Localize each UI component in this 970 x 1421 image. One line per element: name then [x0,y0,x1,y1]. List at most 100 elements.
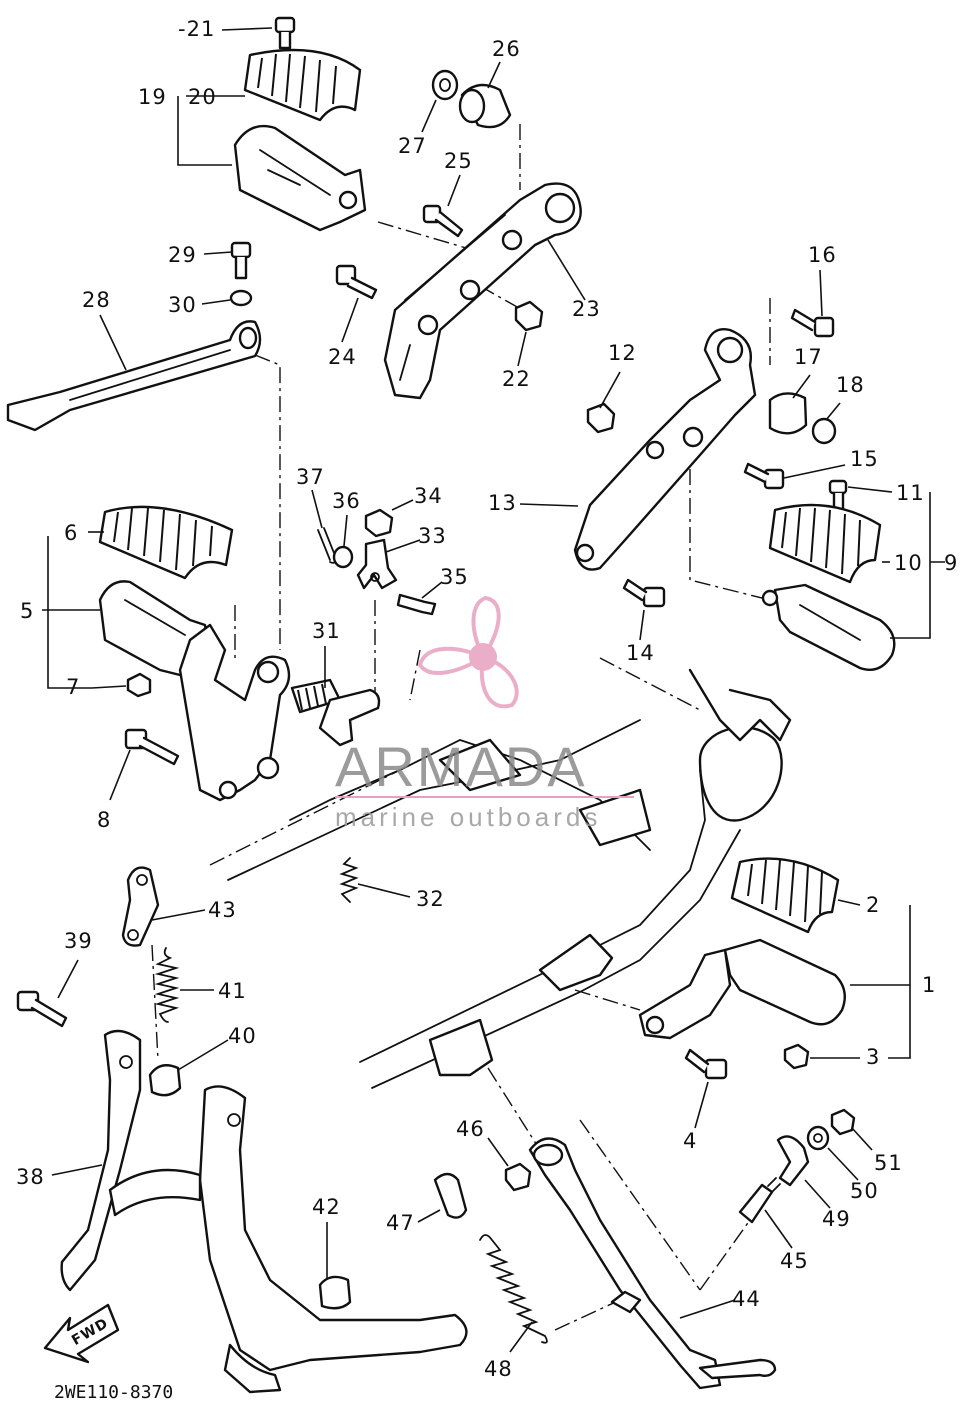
callout-label: 24 [328,345,357,369]
callout-label: 32 [416,887,445,911]
bolt-29 [230,241,252,280]
watermark-tagline: marine outboards [335,802,601,832]
main-stand-38 [60,1029,468,1394]
drawing-code: 2WE110-8370 [54,1382,173,1403]
spring-41 [154,947,180,1023]
callout-label: 6 [64,521,78,545]
bush-17 [768,392,808,435]
watermark-logo [417,595,519,709]
callout-label: 38 [16,1165,45,1189]
leader-lines [42,27,945,1353]
washer-36 [332,545,354,569]
bolt-8 [124,728,180,766]
callout-label: 28 [82,288,111,312]
bolt-39 [16,990,68,1028]
callout-label: 41 [218,979,247,1003]
fwd-arrow: FWD [43,1303,120,1364]
side-stand-44 [528,1137,777,1390]
callout-label: 35 [440,565,469,589]
footrest-5 [98,580,212,677]
footrest-bracket-13 [573,328,757,571]
centre-lines [151,124,771,1331]
footrest-rubber-2 [730,857,840,934]
bolt-4 [684,1048,728,1080]
nut-51 [830,1108,856,1136]
callout-label: 29 [168,243,197,267]
footrest-rubber-20 [243,48,362,122]
spring-32 [339,857,359,903]
callout-label: 15 [850,447,879,471]
nut-12 [586,402,616,434]
callout-label: 31 [312,619,341,643]
bolt-24 [335,264,378,300]
pedal-28 [6,320,262,432]
footrest-9 [761,583,896,672]
callout-label: 34 [414,484,443,508]
callout-label: 37 [296,465,325,489]
callout-label: -21 [178,17,215,41]
bolt-21 [274,16,296,50]
callout-label: 9 [944,551,958,575]
callout-label: 46 [456,1117,485,1141]
bolt-14 [622,578,666,608]
bolt-25 [422,204,464,238]
callout-label: 33 [418,524,447,548]
switch-45 [738,1177,781,1224]
collar-27 [431,69,459,101]
callout-label: 42 [312,1195,341,1219]
plate-47 [433,1172,468,1219]
callout-label: 20 [188,85,217,109]
callout-label: 18 [836,373,865,397]
callout-label: 7 [66,675,80,699]
callout-label: 47 [386,1211,415,1235]
washer-50 [806,1125,830,1151]
footrest-rubber-6 [98,505,234,580]
spring-48 [479,1234,548,1344]
footrest-19 [233,124,367,232]
shaft-lever-31 [290,678,381,747]
callout-labels: -21 19 20 26 27 25 23 29 30 28 24 22 16 … [16,17,958,1381]
callout-label: 25 [444,149,473,173]
footrest-bracket-23 [383,182,582,400]
pin-35 [396,593,437,616]
callout-label: 12 [608,341,637,365]
callout-label: 13 [488,491,517,515]
callout-label: 14 [626,641,655,665]
callout-label: 39 [64,929,93,953]
frame-bracket [227,668,792,1089]
collar-40 [148,1064,182,1097]
collar-18 [811,417,837,445]
callout-label: 1 [922,973,936,997]
footrest-1 [638,938,846,1040]
callout-label: 2 [866,893,880,917]
plate-43 [121,866,160,947]
callout-label: 23 [572,297,601,321]
callout-label: 26 [492,37,521,61]
callout-label: 44 [732,1287,761,1311]
callout-label: 45 [780,1249,809,1273]
callout-label: 11 [896,481,925,505]
callout-label: 10 [894,551,923,575]
nut-22 [514,300,544,332]
bush-26 [458,83,512,129]
callout-label: 40 [228,1024,257,1048]
bolt-16 [790,308,835,338]
washer-30 [229,289,253,307]
footrest-bracket-left [178,623,291,802]
watermark-brand: ARMADA [335,735,587,798]
bracket-49 [776,1135,810,1187]
callout-label: 36 [332,489,361,513]
callout-label: 16 [808,243,837,267]
callout-label: 48 [484,1357,513,1381]
nut-46 [504,1162,532,1192]
nut-34 [364,508,394,538]
bolt-15 [743,462,785,490]
callout-label: 3 [866,1045,880,1069]
clevis-33 [356,538,398,590]
callout-label: 17 [794,345,823,369]
nut-7 [126,672,152,698]
callout-label: 43 [208,898,237,922]
footrest-rubber-10 [768,503,882,584]
callout-label: 4 [683,1129,697,1153]
